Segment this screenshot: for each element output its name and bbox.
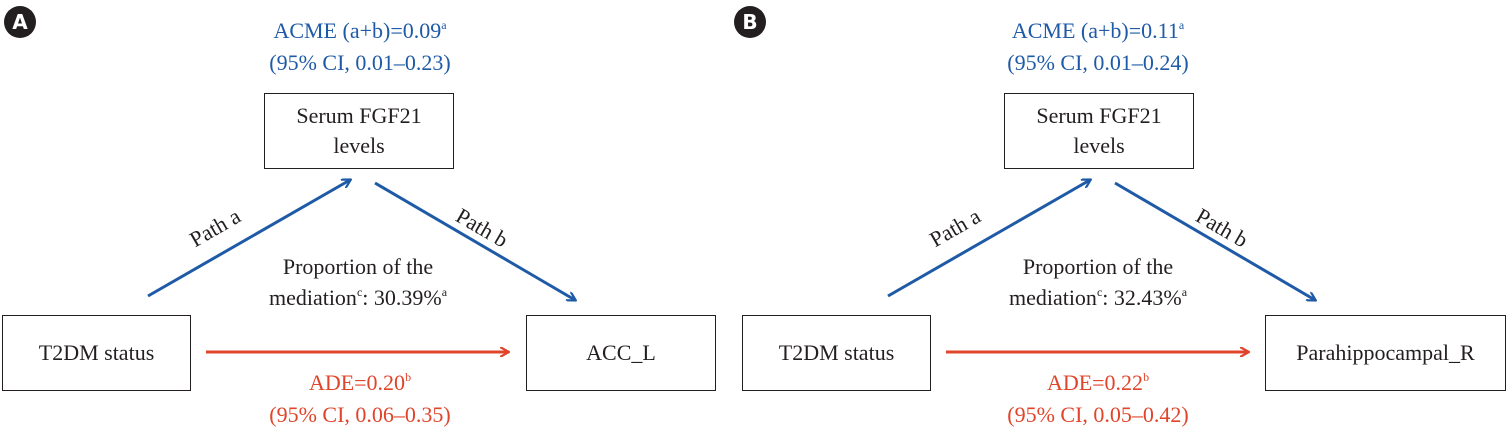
panel-label: B — [734, 6, 766, 38]
exposure-box: T2DM status — [2, 315, 191, 391]
outcome-label: Parahippocampal_R — [1296, 340, 1475, 365]
mediator-label: Serum FGF21 levels — [1036, 103, 1162, 158]
ade-ci: (95% CI, 0.06–0.35) — [269, 402, 451, 427]
exposure-label: T2DM status — [778, 340, 895, 365]
exposure-label: T2DM status — [38, 340, 155, 365]
proportion-line1: Proportion of the — [282, 254, 434, 279]
exposure-box: T2DM status — [742, 315, 931, 391]
acme-value: ACME (a+b)=0.09a — [273, 18, 447, 43]
panel-a: A ACME (a+b)=0.09a (95% CI, 0.01–0.23) S… — [2, 0, 754, 441]
mediator-box: Serum FGF21 levels — [1004, 93, 1194, 169]
panel-label: A — [4, 6, 36, 38]
acme-ci: (95% CI, 0.01–0.23) — [269, 50, 451, 75]
panel-b: B ACME (a+b)=0.11a (95% CI, 0.01–0.24) S… — [734, 0, 1506, 441]
ade-value: ADE=0.20b — [308, 370, 412, 395]
mediator-box: Serum FGF21 levels — [264, 93, 454, 169]
path-b-arrow — [1114, 181, 1315, 300]
panel-a-arrows — [147, 0, 754, 441]
acme-value: ACME (a+b)=0.11a — [1011, 18, 1185, 43]
ade-ci: (95% CI, 0.05–0.42) — [1007, 402, 1189, 427]
path-a-arrow — [887, 180, 1090, 298]
ade-value: ADE=0.22b — [1046, 370, 1150, 395]
outcome-box: ACC_L — [526, 315, 716, 391]
proportion-line1: Proportion of the — [1022, 254, 1174, 279]
acme-ci: (95% CI, 0.01–0.24) — [1007, 50, 1189, 75]
mediator-label: Serum FGF21 levels — [296, 103, 422, 158]
proportion-mediated: mediationc: 32.43%a — [1008, 285, 1188, 310]
path-a-arrow — [147, 180, 350, 298]
outcome-box: Parahippocampal_R — [1265, 315, 1506, 391]
proportion-mediated: mediationc: 30.39%a — [268, 285, 448, 310]
path-b-arrow — [374, 181, 575, 300]
panel-b-arrows — [887, 0, 1508, 441]
outcome-label: ACC_L — [586, 340, 656, 365]
